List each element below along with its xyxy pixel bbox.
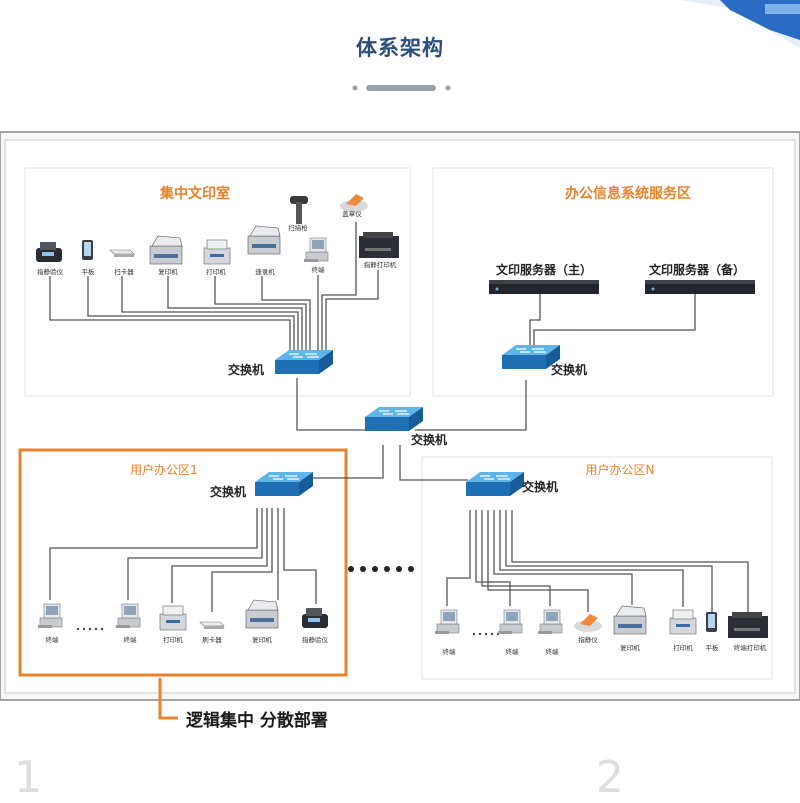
- label-handheld-scanner: 扫描枪: [288, 223, 308, 232]
- uo1-printer-icon: [159, 605, 187, 631]
- uon-label-pc3: 终端: [546, 647, 560, 656]
- label-printer: 打印机: [206, 267, 226, 276]
- label-copier: 复印机: [158, 267, 178, 276]
- uon-large-printer-icon: [728, 612, 768, 638]
- tablet-icon: [82, 240, 93, 260]
- uo1-label-printer: 打印机: [163, 635, 183, 644]
- label-duplicator: 速录机: [255, 267, 275, 276]
- label-large-printer: 指静打印机: [364, 260, 397, 269]
- uo1-label-pc2: 终端: [124, 635, 138, 644]
- uon-label-large-printer: 终端打印机: [734, 643, 767, 652]
- office-ellipsis: [348, 566, 414, 572]
- switch-core-label: 交换机: [411, 432, 447, 447]
- network-lines: [49, 222, 749, 612]
- printer-icon: [203, 239, 231, 265]
- uo1-label-pc1: 终端: [46, 635, 60, 644]
- server-backup-label: 文印服务器（备）: [649, 262, 745, 277]
- label-stamp: 盖章仪: [342, 209, 362, 218]
- corner-banner: [680, 0, 800, 48]
- server-main-label: 文印服务器（主）: [496, 262, 592, 277]
- caption-bracket: [158, 678, 178, 720]
- title-decoration: [352, 85, 451, 91]
- device-ellipsis: [76, 627, 500, 636]
- uo1-label-receipt: 指静验仪: [302, 635, 329, 644]
- uon-label-copier: 复印机: [620, 643, 640, 652]
- switch-office-system-label: 交换机: [551, 362, 587, 377]
- uon-label-stamp: 指静仪: [578, 635, 598, 644]
- uon-tablet-icon: [706, 612, 717, 632]
- section-number-2: 2: [596, 752, 624, 803]
- server-backup-icon: [645, 280, 755, 294]
- bottom-caption: 逻辑集中 分散部署: [186, 711, 328, 731]
- user-office-1-title: 用户办公区1: [130, 462, 198, 477]
- switch-user-office-1-label: 交换机: [210, 484, 246, 499]
- user-office-n-title: 用户办公区N: [586, 462, 655, 477]
- print-room-title: 集中文印室: [159, 185, 230, 202]
- handheld-scanner-icon: [290, 196, 308, 224]
- uon-printer-icon: [669, 609, 697, 635]
- uon-label-printer: 打印机: [673, 643, 693, 652]
- page-title: 体系架构: [356, 36, 444, 60]
- zone-user-office-1: [18, 448, 348, 677]
- server-main-icon: [489, 280, 599, 294]
- switch-user-office-n-label: 交换机: [522, 479, 558, 494]
- label-pc: 终端: [312, 265, 326, 274]
- uo1-label-copier: 复印机: [252, 635, 272, 644]
- uon-label-tablet: 平板: [706, 643, 720, 652]
- uo1-label-card: 刷卡器: [202, 635, 222, 644]
- uon-label-pc1: 终端: [443, 647, 457, 656]
- switch-print-room-label: 交换机: [228, 362, 264, 377]
- section-number-1: 1: [14, 752, 42, 803]
- large-printer-icon: [359, 232, 399, 258]
- uon-label-pc2: 终端: [506, 647, 520, 656]
- office-system-title: 办公信息系统服务区: [565, 185, 691, 202]
- label-tablet: 平板: [82, 267, 96, 276]
- label-receipt: 指静验仪: [37, 267, 64, 276]
- label-card-reader: 扫卡器: [114, 267, 134, 276]
